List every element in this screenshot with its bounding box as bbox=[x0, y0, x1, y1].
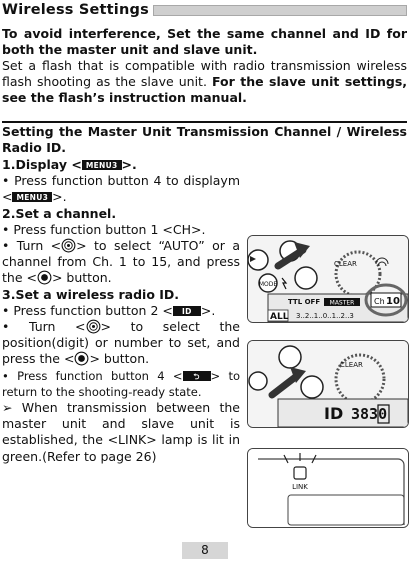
link-label: LINK bbox=[292, 483, 308, 491]
flash-panel-id-drawing: CLEAR ID 3830 bbox=[248, 341, 408, 427]
step-3-text-a: • Press function button 2 <ID>. bbox=[2, 303, 240, 319]
return-arrow-icon: ⮌ bbox=[182, 370, 211, 381]
master-label: MASTER bbox=[330, 300, 355, 307]
function-button-2 bbox=[278, 345, 302, 369]
ttl-off-label: TTL OFF bbox=[288, 298, 320, 306]
press-arrowhead-icon bbox=[290, 367, 306, 383]
intro-body: Set a flash that is compatible with radi… bbox=[2, 58, 407, 106]
step-3-title: 3.Set a wireless radio ID. bbox=[2, 286, 180, 302]
channel-number: 10 bbox=[386, 296, 400, 307]
press-arrowhead-icon bbox=[294, 242, 310, 258]
step-2-title: 2.Set a channel. bbox=[2, 205, 117, 221]
dial-icon bbox=[61, 238, 76, 253]
step-1-title: 1.Display <MENU3>. bbox=[2, 157, 240, 173]
step-1-text-a: • Press function button 4 to displaym < bbox=[2, 173, 240, 205]
lamp-rays-icon bbox=[283, 453, 317, 464]
step-3-text-d: ➢ When transmission between the master u… bbox=[2, 400, 240, 464]
digit-cursor bbox=[377, 404, 390, 424]
master-badge bbox=[324, 298, 360, 306]
set-button bbox=[294, 266, 318, 290]
step-1-text-b: >. bbox=[52, 189, 67, 205]
dial-icon bbox=[86, 319, 100, 334]
mode-button bbox=[258, 273, 278, 293]
title-rule bbox=[152, 4, 407, 16]
step-3-text-a1: • Press function button 2 < bbox=[2, 302, 173, 318]
step-3-text-c2: > to return to the shooting-ready state. bbox=[2, 368, 240, 399]
all-label: ALL bbox=[270, 312, 289, 322]
intro-body-text: Set a flash that is compatible with radi… bbox=[2, 58, 407, 89]
set-button-icon bbox=[75, 351, 89, 366]
link-lamp bbox=[293, 466, 307, 480]
mode-label: MODE bbox=[259, 281, 278, 288]
step-2-text-a: • Press function button 1 <CH>. bbox=[2, 221, 206, 237]
panel-edge bbox=[258, 458, 405, 525]
step-3-text-c1: • Press function button 4 < bbox=[2, 368, 183, 383]
lcd-frame bbox=[287, 494, 405, 526]
menu3-badge: MENU3 bbox=[12, 192, 53, 203]
press-arrow-icon bbox=[268, 371, 302, 399]
step-1-title-b: >. bbox=[121, 157, 137, 172]
section-header: Wireless Settings bbox=[2, 2, 407, 18]
step-3-text-c: • Press function button 4 <⮌> to return … bbox=[2, 368, 240, 400]
wireless-icon bbox=[375, 257, 389, 267]
clear-label: CLEAR bbox=[340, 361, 363, 369]
clear-label: CLEAR bbox=[334, 260, 357, 268]
step-2-text-b1: • Turn < bbox=[2, 238, 62, 254]
set-button bbox=[300, 375, 324, 399]
step-3-text-a2: >. bbox=[200, 302, 216, 318]
flash-panel-link: LINK bbox=[247, 448, 409, 528]
play-icon bbox=[250, 256, 256, 262]
exposure-scale: 3..2..1..0..1..2..3 bbox=[296, 312, 354, 320]
page-title: Wireless Settings bbox=[2, 2, 149, 18]
steps-column: 1.Display <MENU3>. • Press function butt… bbox=[2, 157, 240, 465]
step-2-text-b3: > button. bbox=[51, 270, 112, 286]
intro-block: To avoid interference, Set the same chan… bbox=[2, 26, 407, 106]
intro-body-bold: For the slave unit settings, see the fla… bbox=[2, 74, 408, 105]
step-1-title-a: 1.Display < bbox=[2, 157, 82, 172]
lcd-screen bbox=[277, 398, 408, 427]
highlight-circle bbox=[364, 283, 408, 317]
step-3-text-b1: • Turn < bbox=[2, 319, 86, 335]
flash-panel-link-drawing: LINK bbox=[248, 449, 408, 527]
intro-warning: To avoid interference, Set the same chan… bbox=[2, 26, 407, 57]
id-value: 3830 bbox=[351, 405, 387, 423]
section-title: Setting the Master Unit Transmission Cha… bbox=[2, 121, 407, 156]
flash-panel-channel: MODE CLEAR TTL OFF MASTER Ch 10 ALL 3..2… bbox=[247, 235, 409, 323]
flash-bolt-icon bbox=[281, 277, 288, 290]
channel-box bbox=[370, 292, 402, 308]
step-3-text-b: • Turn <> to select the position(digit) … bbox=[2, 319, 240, 368]
step-2-text-b2: > to select “AUTO” or a channel from Ch.… bbox=[2, 238, 240, 286]
step-3-text-b3: > button. bbox=[89, 351, 150, 367]
ch-label: Ch bbox=[374, 297, 385, 306]
set-button-icon bbox=[37, 270, 52, 285]
id-label: ID bbox=[324, 404, 343, 423]
menu3-badge: MENU3 bbox=[81, 160, 122, 170]
page-number: 8 bbox=[182, 542, 228, 559]
step-1-text: • Press function button 4 to displaym <M… bbox=[2, 173, 240, 205]
function-button-1 bbox=[248, 249, 269, 271]
dial-ring bbox=[334, 250, 382, 298]
all-box bbox=[267, 309, 289, 322]
step-3-text-b2: > to select the position(digit) or numbe… bbox=[2, 319, 240, 367]
mode-button bbox=[248, 371, 268, 391]
step-2-text-b: • Turn <> to select “AUTO” or a channel … bbox=[2, 238, 240, 287]
id-badge: ID bbox=[172, 305, 201, 316]
flash-panel-channel-drawing: MODE CLEAR TTL OFF MASTER Ch 10 ALL 3..2… bbox=[248, 236, 408, 322]
flash-panel-id: CLEAR ID 3830 bbox=[247, 340, 409, 428]
